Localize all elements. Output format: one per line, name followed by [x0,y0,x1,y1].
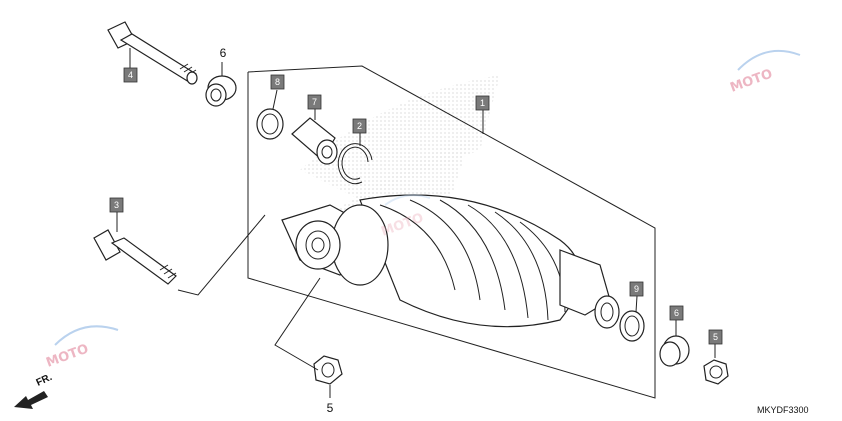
collar-part-6-top [205,75,237,107]
svg-text:4: 4 [128,70,133,80]
diagram-code: MKYDF3300 [757,405,809,415]
callout-4: 4 [123,67,138,83]
moto-watermark-logo-left: MOTO [44,325,119,371]
bolt-part-3 [93,229,177,285]
svg-text:7: 7 [312,97,317,107]
callout-6-top: 6 [220,46,227,60]
circlip-part-2 [337,143,373,185]
moto-watermark-logo: MOTO [728,49,801,96]
svg-text:5: 5 [713,332,718,342]
svg-text:3: 3 [114,200,119,210]
collar-part-6-right [659,335,690,367]
svg-text:6: 6 [674,308,679,318]
svg-text:2: 2 [357,121,362,131]
callout-2: 2 [352,118,367,134]
callout-7: 7 [307,94,322,110]
bolt-part-4 [107,21,198,85]
shock-absorber-part-1 [281,194,620,329]
callout-5-right: 5 [708,329,723,345]
direction-label: FR. [35,372,54,389]
svg-text:8: 8 [275,77,280,87]
svg-text:MOTO: MOTO [728,67,774,96]
svg-text:1: 1 [480,98,485,108]
leader-lines [116,48,716,398]
nut-part-5-bottom [313,355,343,385]
callout-5-bottom: 5 [327,401,334,415]
callout-1: 1 [475,95,490,111]
assembly-outline [247,65,656,399]
svg-text:MOTO: MOTO [44,342,90,371]
nut-part-5-right [703,359,729,385]
callout-6-right: 6 [669,305,684,321]
fr-arrow-icon: FR. [14,372,54,409]
callout-3: 3 [109,197,124,213]
washer-part-9 [619,310,645,342]
callout-8: 8 [270,74,285,90]
bushing-part-7 [291,117,338,165]
callout-9: 9 [629,281,644,297]
svg-text:9: 9 [634,284,639,294]
washer-part-8 [256,108,284,140]
